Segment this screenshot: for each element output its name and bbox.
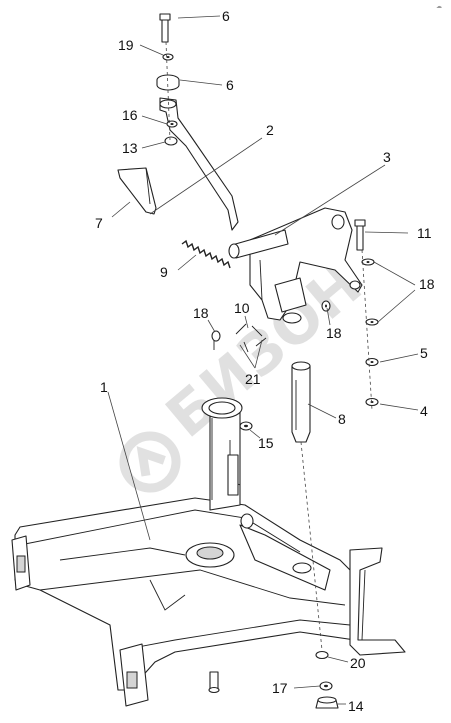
pin-18-left bbox=[211, 330, 221, 350]
callout-8: 8 bbox=[338, 411, 346, 427]
washer-6 bbox=[156, 74, 180, 91]
callout-9: 9 bbox=[160, 264, 168, 280]
callout-7: 7 bbox=[95, 215, 103, 231]
post bbox=[291, 361, 311, 443]
callout-16: 16 bbox=[122, 107, 138, 123]
callout-19: 19 bbox=[118, 37, 134, 53]
bolt-12 bbox=[159, 13, 171, 43]
callout-13: 13 bbox=[122, 140, 138, 156]
callout-17: 17 bbox=[272, 680, 288, 696]
callout-21: 21 bbox=[245, 371, 261, 387]
callout-18-mid: 18 bbox=[326, 325, 342, 341]
callout-5: 5 bbox=[420, 345, 428, 361]
bolt-11 bbox=[354, 219, 366, 251]
callout-1: 1 bbox=[100, 379, 108, 395]
nut-14 bbox=[315, 696, 339, 709]
callout-6: 6 bbox=[226, 77, 234, 93]
callout-4: 4 bbox=[420, 403, 428, 419]
pedal-bracket bbox=[228, 207, 363, 324]
leader-lines bbox=[107, 15, 419, 705]
callout-11: 11 bbox=[417, 225, 432, 241]
callout-18-left: 18 bbox=[193, 305, 209, 321]
base-frame bbox=[11, 397, 406, 707]
watermark: БИЗОН bbox=[119, 250, 375, 493]
callout-14: 14 bbox=[348, 698, 364, 714]
callout-labels: 6 19 6 16 13 2 3 7 11 9 18 10 18 18 5 21… bbox=[95, 8, 435, 714]
callout-10: 10 bbox=[234, 300, 250, 316]
callout-12: 6 bbox=[222, 8, 230, 24]
callout-15: 15 bbox=[258, 435, 274, 451]
watermark-logo-icon bbox=[119, 431, 181, 493]
assembly-axis-lines bbox=[165, 41, 373, 651]
callout-2: 2 bbox=[266, 122, 274, 138]
corner-mark: ☁ bbox=[436, 3, 442, 10]
nut-13 bbox=[164, 136, 178, 146]
lever-rod bbox=[159, 97, 239, 231]
callout-3: 3 bbox=[383, 149, 391, 165]
callout-20: 20 bbox=[350, 655, 366, 671]
pins-10-21 bbox=[235, 323, 267, 353]
washer-20 bbox=[315, 650, 329, 660]
callout-18-right: 18 bbox=[419, 276, 435, 292]
spring bbox=[181, 239, 231, 269]
